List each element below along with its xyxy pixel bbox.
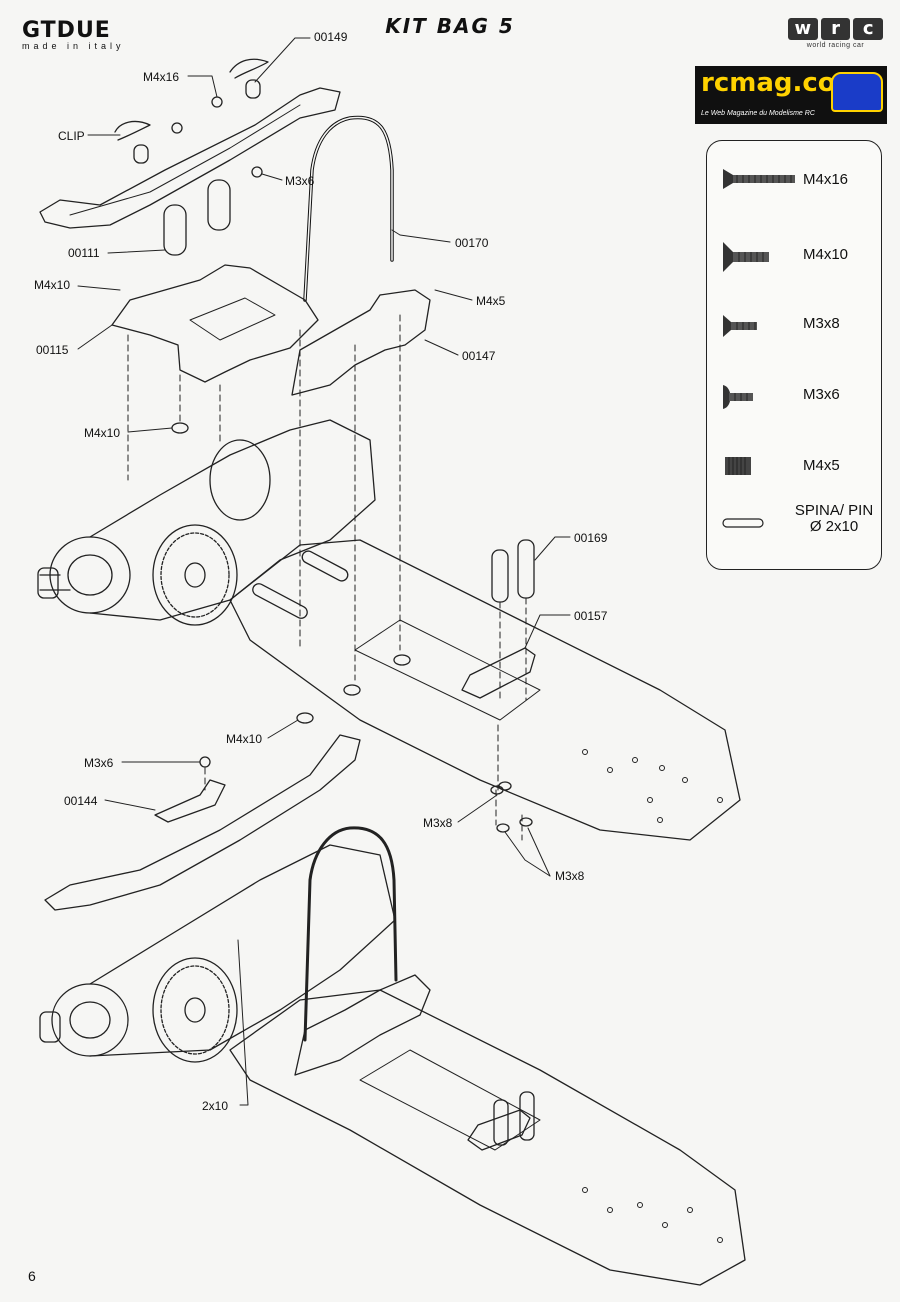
screw-m4x10-lower-4 xyxy=(296,712,314,724)
rc-car-icon xyxy=(831,72,883,112)
page-number: 6 xyxy=(28,1268,36,1284)
brand-left-name: GTDUE xyxy=(22,18,111,43)
callout-00111: 00111 xyxy=(68,246,100,260)
flat-head-screw-icon xyxy=(723,242,769,272)
callout-m4x16: M4x16 xyxy=(143,70,180,84)
callout-m4x5: M4x5 xyxy=(476,294,506,308)
callout-leaders xyxy=(77,37,571,1106)
chassis-holes xyxy=(582,749,723,1243)
screw-m3x6-lower xyxy=(199,756,211,768)
rcmag-watermark[interactable]: rcmag.com Le Web Magazine du Modelisme R… xyxy=(695,66,887,124)
post-assembled-1 xyxy=(493,1099,509,1146)
gtdue-logo: GTDUE made in italy xyxy=(22,18,162,51)
rcmag-tagline: Le Web Magazine du Modelisme RC xyxy=(701,110,815,117)
callout-00149: 00149 xyxy=(314,30,348,44)
callout-m3x6-bottom: M3x6 xyxy=(84,756,114,770)
legend-label-m3x6: M3x6 xyxy=(803,386,840,403)
callout-pin-2x10: 2x10 xyxy=(202,1099,229,1113)
callout-00170: 00170 xyxy=(455,236,489,250)
screw-m3x6-top xyxy=(251,166,263,178)
post-00169-2 xyxy=(517,539,535,599)
callout-m4x10-b: M4x10 xyxy=(84,426,121,440)
top-plate-00149 xyxy=(39,87,341,229)
screw-m4x10-lower-1 xyxy=(171,422,189,434)
plate-00115-cutout xyxy=(189,297,276,341)
legend-label-m4x10: M4x10 xyxy=(803,246,849,263)
screw-m4x16-1 xyxy=(211,96,223,108)
alignment-lines-upper xyxy=(127,314,527,791)
post-small-2 xyxy=(245,79,261,99)
button-head-screw-icon xyxy=(723,385,753,409)
screw-m4x10-lower-2 xyxy=(393,654,411,666)
chassis-slot-2 xyxy=(301,550,349,582)
brand-left-tagline: made in italy xyxy=(22,41,125,51)
pin-icon xyxy=(722,518,764,528)
post-00169-1 xyxy=(491,549,509,603)
legend-label-m4x16: M4x16 xyxy=(803,171,849,188)
callout-m3x6-top: M3x6 xyxy=(285,174,315,188)
gearbox-lower xyxy=(39,844,396,1063)
grub-screw-icon xyxy=(725,457,751,475)
screw-m4x16-2 xyxy=(171,122,183,134)
standoff-00111-2 xyxy=(207,179,231,231)
page-title: KIT BAG 5 xyxy=(385,14,515,38)
screw-legend: M4x16 M4x10 M3x8 M3x6 M4x5 SPINA/ PIN xyxy=(706,140,882,570)
callout-00147: 00147 xyxy=(462,349,496,363)
legend-label-pin: SPINA/ PIN Ø 2x10 xyxy=(794,502,874,535)
callout-clip: CLIP xyxy=(58,129,85,143)
flat-head-screw-long-icon xyxy=(723,169,795,189)
arm-assembled xyxy=(294,974,431,1076)
gearbox-upper xyxy=(37,419,376,626)
wrc-letter-w: w xyxy=(788,18,818,40)
chassis-slot-1 xyxy=(252,583,308,619)
block-assembled xyxy=(467,1109,531,1151)
clip-part xyxy=(114,120,151,141)
top-plate-00149-ridge xyxy=(69,104,301,216)
chassis-cutout-upper xyxy=(354,619,541,721)
clip-part-2 xyxy=(229,58,269,79)
wrc-letter-c: c xyxy=(853,18,884,40)
legend-label-m4x5: M4x5 xyxy=(803,457,840,474)
block-00157 xyxy=(461,647,536,699)
post-assembled-2 xyxy=(519,1091,535,1141)
post-small-1 xyxy=(133,144,149,164)
wrc-tagline: world racing car xyxy=(806,42,865,49)
callout-00115: 00115 xyxy=(36,343,69,357)
screw-m3x8-2 xyxy=(498,781,512,791)
screw-m3x8-3 xyxy=(496,823,510,833)
wrc-letter-r: r xyxy=(820,18,851,40)
callout-m3x8-b: M3x8 xyxy=(555,869,585,883)
roll-bar-00170-inner xyxy=(304,116,393,301)
chassis-plate-upper xyxy=(229,539,741,841)
callout-m4x10-c: M4x10 xyxy=(226,732,263,746)
callout-m4x10-a: M4x10 xyxy=(34,278,71,292)
screw-m4x10-lower-3 xyxy=(343,684,361,696)
screw-m3x8-4 xyxy=(519,817,533,827)
bracket-00144 xyxy=(154,779,226,823)
callout-m3x8-a: M3x8 xyxy=(423,816,453,830)
arm-00147 xyxy=(291,289,431,396)
plate-00115 xyxy=(111,264,319,383)
legend-label-m3x8: M3x8 xyxy=(803,315,840,332)
callout-00157: 00157 xyxy=(574,609,608,623)
top-plate-assembled xyxy=(44,734,361,911)
roll-bar-assembled xyxy=(303,826,398,1042)
callout-00144: 00144 xyxy=(64,794,98,808)
chassis-cutout-lower xyxy=(359,1049,541,1151)
standoff-00111-1 xyxy=(163,204,187,256)
flat-head-screw-small-icon xyxy=(723,315,757,337)
chassis-plate-lower xyxy=(229,989,746,1286)
wrc-logo: w r c world racing car xyxy=(788,18,884,54)
callout-00169: 00169 xyxy=(574,531,608,545)
